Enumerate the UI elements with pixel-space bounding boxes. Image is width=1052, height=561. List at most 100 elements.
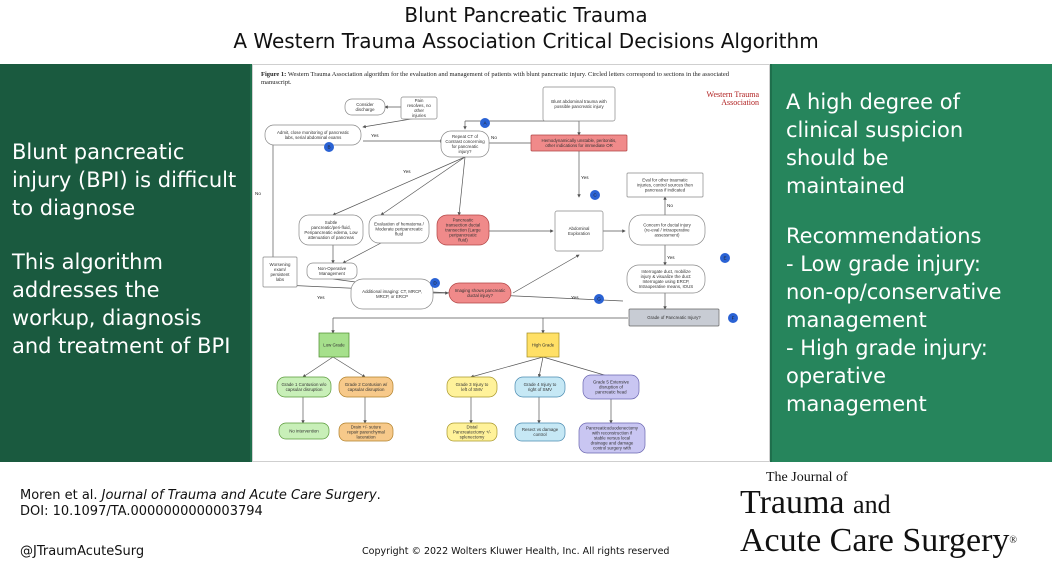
- citation-journal: Journal of Trauma and Acute Care Surgery: [101, 488, 377, 503]
- wta-logo-line2: Association: [721, 98, 759, 107]
- left-text-scope: This algorithm addresses the workup, dia…: [12, 250, 231, 358]
- node-unstable: Hemodynamically unstable, peritonitis,ot…: [530, 134, 628, 152]
- right-text-suspicion: A high degree of clinical suspicion shou…: [786, 90, 964, 198]
- node-grade-question-text: Grade of Pancreatic Injury?: [647, 315, 701, 320]
- edge-label-yes-1: Yes: [581, 175, 589, 180]
- section-marker-d-text: D: [433, 281, 437, 286]
- footer: Moren et al. Journal of Trauma and Acute…: [0, 462, 1052, 561]
- node-high-grade-text: High Grade: [532, 343, 555, 348]
- flowchart-edges: [272, 105, 667, 424]
- node-additional-imaging: Additional imaging: CT, MRCP,MRCP, or ER…: [350, 278, 434, 310]
- edge-repeat-transection: [457, 156, 466, 216]
- edge-low-g1: [302, 356, 334, 378]
- node-concern-duct: Concern for ductal injury(re-eval / intr…: [628, 214, 706, 246]
- edge-label-no-4: No: [667, 203, 673, 208]
- edge-label-yes-5: Yes: [317, 295, 325, 300]
- social-handle: @JTraumAcuteSurg: [20, 544, 145, 559]
- journal-logo-acs: Acute Care Surgery: [740, 522, 1010, 559]
- node-low-grade: Low Grade: [318, 332, 350, 358]
- citation-authors: Moren et al.: [20, 488, 102, 503]
- edge-high-g3: [470, 356, 544, 378]
- section-marker-c-text: C: [593, 193, 597, 198]
- edge-label-yes-4: Yes: [667, 255, 675, 260]
- section-marker-d: D: [430, 278, 440, 288]
- section-marker-a: A: [480, 118, 490, 128]
- edge-high-g5: [542, 356, 612, 378]
- slide-subtitle: A Western Trauma Association Critical De…: [233, 29, 819, 53]
- edge-repeat-suspicious: [332, 156, 466, 216]
- journal-logo-line2: Acute Care Surgery®: [740, 524, 1017, 558]
- edge-label-yes-6: Yes: [571, 295, 579, 300]
- figure-caption-label: Figure 1:: [261, 71, 287, 78]
- node-grade2: Grade 2 Contusion w/capsular disruption: [338, 376, 394, 398]
- section-marker-c: C: [590, 190, 600, 200]
- edge-high-g4: [537, 356, 544, 378]
- edge-ductal-exploration: [512, 254, 580, 294]
- journal-logo-and: and: [853, 490, 891, 519]
- edge-label-no-1: No: [491, 135, 497, 140]
- section-marker-g-text: G: [597, 297, 601, 302]
- title-block: Blunt Pancreatic Trauma A Western Trauma…: [0, 0, 1052, 62]
- edge-repeat-hematoma: [380, 156, 466, 216]
- node-high-grade: High Grade: [526, 332, 560, 358]
- citation-doi: DOI: 10.1097/TA.0000000000003794: [20, 504, 263, 519]
- section-marker-f: F: [728, 313, 738, 323]
- flowchart-svg: Yes No No Yes Yes No No Yes Yes Yes Blun…: [255, 86, 738, 454]
- node-hematoma-text: Evaluation of hematoma /Moderate peripan…: [374, 222, 425, 237]
- left-panel: Blunt pancreatic injury (BPI) is difficu…: [0, 64, 250, 462]
- citation-period: .: [376, 488, 381, 503]
- wta-logo-line1: Western Trauma: [706, 90, 759, 99]
- section-marker-f-text: F: [732, 316, 735, 321]
- journal-logo-trauma: Trauma: [740, 484, 845, 521]
- section-marker-g: G: [594, 294, 604, 304]
- edge-hematoma-nonop: [342, 242, 382, 264]
- left-text-diagnosis: Blunt pancreatic injury (BPI) is difficu…: [12, 140, 237, 220]
- node-grade-question: Grade of Pancreatic Injury?: [628, 308, 720, 327]
- node-grade2-text: Grade 2 Contusion w/capsular disruption: [345, 382, 388, 392]
- section-marker-a-text: A: [483, 121, 487, 126]
- edge-label-yes-3: Yes: [403, 169, 411, 174]
- section-marker-e: E: [720, 253, 730, 263]
- node-low-grade-text: Low Grade: [323, 343, 345, 348]
- figure-caption: Figure 1: Western Trauma Association alg…: [261, 71, 761, 87]
- right-text-recommendations: Recommendations - Low grade injury: non-…: [786, 224, 1002, 416]
- right-panel: A high degree of clinical suspicion shou…: [772, 64, 1052, 462]
- node-additional-imaging-text: Additional imaging: CT, MRCP,MRCP, or ER…: [362, 289, 422, 299]
- citation: Moren et al. Journal of Trauma and Acute…: [20, 488, 381, 520]
- journal-logo-line1: Trauma and: [740, 486, 891, 522]
- node-concern-duct-text: Concern for ductal injury(re-eval / intr…: [643, 223, 691, 238]
- node-hematoma: Evaluation of hematoma /Moderate peripan…: [368, 214, 430, 244]
